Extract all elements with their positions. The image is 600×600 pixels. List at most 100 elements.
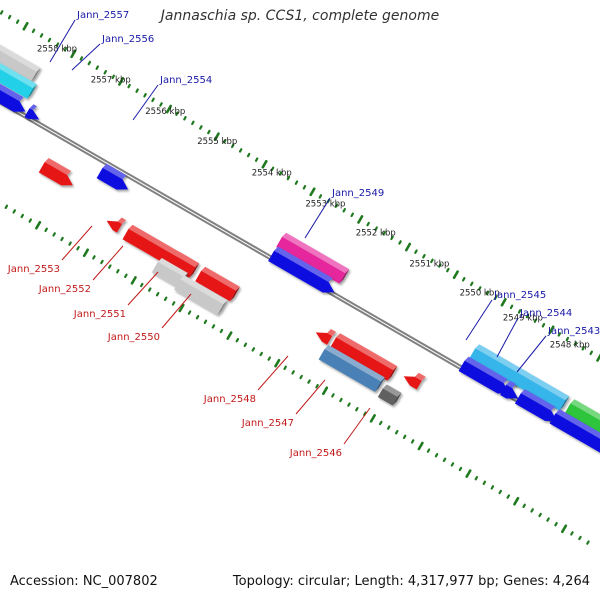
scale-tick: [283, 365, 287, 370]
scale-tick: [307, 379, 311, 384]
leader-line: [161, 293, 192, 329]
scale-tick: [95, 65, 100, 70]
scale-tick: [79, 56, 84, 61]
scale-tick: [538, 512, 542, 518]
scale-tick: [302, 185, 307, 190]
gene-bar-face: [276, 236, 346, 284]
scale-label: 2556 kbp: [145, 107, 185, 117]
scale-tick: [548, 325, 555, 335]
scale-tick: [231, 143, 235, 149]
scale-tick: [87, 60, 92, 66]
scale-tick: [199, 125, 203, 130]
scale-label: 2549 kbp: [503, 313, 543, 323]
scale-tick: [195, 315, 200, 320]
scale-tick: [22, 21, 29, 31]
scale-tick: [560, 524, 568, 534]
scale-label: 2552 kbp: [356, 228, 396, 238]
gene-bar: [500, 380, 518, 399]
gene-bar-face: [122, 228, 187, 273]
scale-label: 2550 kbp: [460, 288, 500, 298]
gene-label: Jann_2556: [101, 34, 154, 45]
scale-tick: [315, 384, 319, 389]
scale-tick: [259, 351, 263, 357]
scale-tick: [246, 152, 251, 158]
scale-tick: [108, 264, 112, 269]
scale-tick: [267, 356, 271, 361]
scale-tick: [159, 102, 163, 107]
scale-tick: [465, 469, 472, 478]
scale-label: 2554 kbp: [252, 168, 292, 178]
gene-bar-face: [509, 371, 566, 411]
gene-bar-face: [106, 220, 122, 233]
scale-tick: [223, 139, 227, 144]
gene-label: Jann_2550: [107, 332, 160, 343]
scale-tick: [52, 232, 56, 237]
leader-line: [49, 19, 76, 63]
scale-tick: [7, 14, 12, 20]
scale-tick: [565, 336, 570, 342]
gene-bar-top: [414, 372, 426, 381]
scale-tick: [127, 83, 131, 89]
gene-bar-top: [0, 83, 24, 102]
gene-label: Jann_2547: [241, 418, 294, 429]
scale-tick: [546, 517, 550, 522]
scale-tick: [434, 453, 439, 458]
scale-tick: [586, 540, 590, 545]
gene-label: Jann_2557: [76, 10, 129, 21]
gene-label: Jann_2552: [38, 284, 91, 295]
scale-tick: [452, 270, 459, 280]
gene-bar-face: [169, 255, 196, 278]
scale-tick: [347, 402, 351, 407]
scale-tick: [291, 370, 295, 375]
gene-bar-top: [475, 344, 527, 376]
gene-bar-face: [96, 167, 129, 190]
scale-tick: [474, 476, 479, 481]
gene-bar-top: [44, 158, 72, 175]
scale-tick: [554, 521, 558, 527]
scale-tick: [309, 187, 316, 197]
gene-bar-face: [268, 250, 335, 293]
gene-bar-face: [500, 384, 518, 399]
gene-bar-side: [27, 84, 37, 99]
scale-tick: [15, 19, 20, 24]
gene-bar-top: [464, 356, 508, 384]
gene-bar: [377, 384, 402, 406]
scale-tick: [410, 439, 415, 444]
gene-bar-face: [330, 337, 394, 381]
scale-tick: [118, 77, 125, 86]
gene-label: Jann_2544: [519, 308, 572, 319]
scale-tick: [44, 227, 48, 232]
scale-tick: [387, 425, 391, 430]
scale-tick: [178, 303, 185, 313]
gene-bar-side: [189, 263, 200, 278]
gene-bar-face: [0, 89, 26, 112]
scale-tick: [47, 37, 52, 43]
scale-tick: [478, 286, 482, 291]
scale-tick: [426, 448, 431, 453]
scale-tick: [596, 353, 600, 362]
gene-bar-face: [377, 388, 398, 406]
scale-tick: [294, 180, 299, 185]
scale-tick: [533, 318, 538, 323]
scale-label: 2555 kbp: [197, 137, 237, 147]
scale-tick: [76, 246, 80, 251]
scale-tick: [334, 203, 339, 208]
scale-tick: [414, 249, 418, 254]
scale-tick: [557, 332, 562, 337]
scale-tick: [379, 420, 383, 426]
scale-tick: [238, 148, 243, 153]
gene-bar-top: [0, 62, 37, 89]
scale-tick: [498, 489, 502, 495]
scale-tick: [60, 236, 64, 242]
gene-bar: [0, 62, 37, 99]
scale-tick: [103, 69, 108, 75]
gene-bar-top: [29, 104, 37, 111]
gene-bar: [318, 345, 385, 392]
scale-tick: [68, 241, 72, 246]
scale-tick: [116, 269, 120, 274]
scale-tick: [530, 508, 534, 513]
gene-bar-top: [382, 384, 402, 397]
gene-bar-side: [392, 392, 402, 406]
gene-bar-side: [229, 286, 240, 302]
scale-tick: [130, 276, 137, 285]
